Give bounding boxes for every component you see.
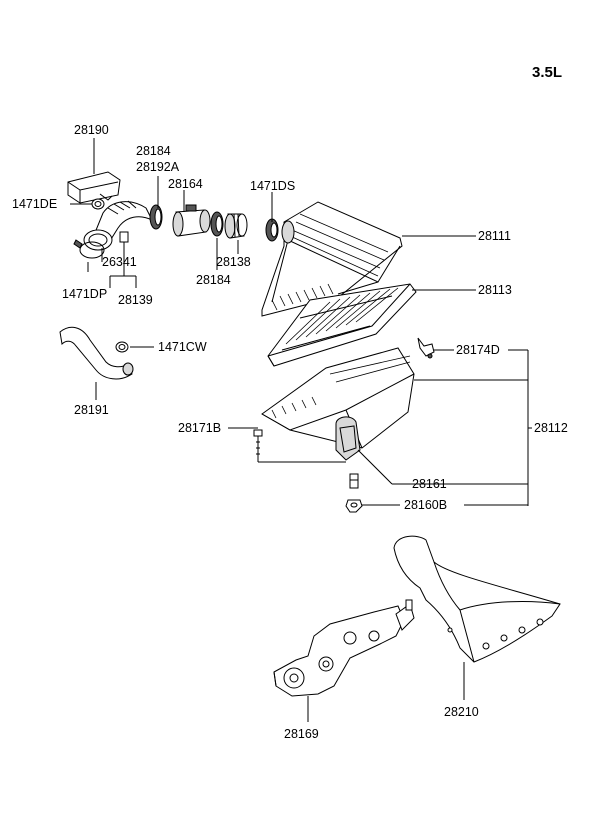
clamp-1471DE bbox=[91, 198, 105, 210]
air-cleaner-cover-28111 bbox=[261, 201, 403, 317]
label-28169[interactable]: 28169 bbox=[284, 727, 319, 741]
label-28138[interactable]: 28138 bbox=[216, 255, 251, 269]
label-28184-top[interactable]: 28184 bbox=[136, 144, 171, 158]
label-28161[interactable]: 28161 bbox=[412, 477, 447, 491]
label-28191[interactable]: 28191 bbox=[74, 403, 109, 417]
label-28139[interactable]: 28139 bbox=[118, 293, 153, 307]
clamp-1471DS bbox=[265, 218, 279, 242]
label-28184-bottom[interactable]: 28184 bbox=[196, 273, 231, 287]
air-flow-sensor-28164 bbox=[172, 204, 211, 237]
air-cleaner-body-28112 bbox=[261, 347, 415, 461]
grommet-28161 bbox=[349, 473, 359, 489]
bolt-28171B bbox=[253, 429, 263, 462]
hose-28138 bbox=[224, 213, 248, 239]
bracket-28174D bbox=[417, 337, 435, 359]
label-28113[interactable]: 28113 bbox=[478, 283, 512, 297]
nut-28160B bbox=[345, 499, 363, 513]
clamp-28184-left bbox=[149, 204, 163, 230]
part-labels: 28190 1471DE 28184 28192A 28164 1471DS 2… bbox=[12, 123, 568, 741]
leader-lines bbox=[70, 138, 532, 722]
label-28174D[interactable]: 28174D bbox=[456, 343, 500, 357]
bracket-28169 bbox=[273, 599, 415, 697]
filter-element-28113 bbox=[267, 283, 417, 367]
label-28190[interactable]: 28190 bbox=[74, 123, 109, 137]
clamp-28184-right bbox=[210, 211, 224, 237]
label-28112[interactable]: 28112 bbox=[534, 421, 568, 435]
resonator-28190 bbox=[67, 171, 121, 204]
clamp-1471CW bbox=[115, 341, 129, 353]
label-28192A[interactable]: 28192A bbox=[136, 160, 180, 174]
clamp-1471DP bbox=[73, 239, 105, 259]
label-28171B[interactable]: 28171B bbox=[178, 421, 221, 435]
label-28160B[interactable]: 28160B bbox=[404, 498, 447, 512]
label-1471DP[interactable]: 1471DP bbox=[62, 287, 107, 301]
label-1471DE[interactable]: 1471DE bbox=[12, 197, 57, 211]
label-28164[interactable]: 28164 bbox=[168, 177, 203, 191]
breather-hose-28191 bbox=[59, 326, 134, 380]
engine-label: 3.5L bbox=[532, 64, 562, 81]
sensor-26341 bbox=[119, 231, 129, 250]
label-28210[interactable]: 28210 bbox=[444, 705, 479, 719]
air-duct-28210 bbox=[393, 535, 561, 663]
intake-elbow-hose bbox=[83, 200, 154, 251]
label-1471DS[interactable]: 1471DS bbox=[250, 179, 295, 193]
label-1471CW[interactable]: 1471CW bbox=[158, 340, 207, 354]
label-26341[interactable]: 26341 bbox=[102, 255, 137, 269]
label-28111[interactable]: 28111 bbox=[478, 229, 511, 243]
